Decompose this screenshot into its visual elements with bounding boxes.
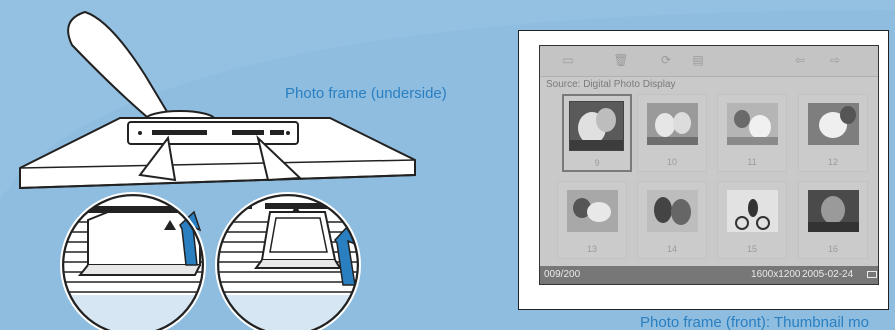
trash-icon[interactable]: 🗑 <box>614 53 628 67</box>
thumbnail-item[interactable]: 16 <box>798 181 868 259</box>
resolution: 1600x1200 <box>751 269 801 280</box>
thumbnail-screen: ▭ 🗑 ⟳ ▤ ⇦ ⇨ Source: Digital Photo Displa… <box>539 45 879 285</box>
thumbnail-image <box>727 103 778 145</box>
document-icon[interactable]: ▤ <box>691 53 705 67</box>
status-bar: 009/200 1600x1200 2005-02-24 <box>540 266 878 284</box>
panel-screw <box>138 131 142 135</box>
thumbnail-item[interactable]: 13 <box>557 181 627 259</box>
thumbnail-number: 16 <box>799 244 867 254</box>
thumbnail-image <box>808 103 859 145</box>
usb-slot <box>270 130 284 135</box>
label-leader <box>262 95 280 120</box>
thumbnail-item[interactable]: 9 <box>562 94 632 172</box>
thumbnail-image <box>727 190 778 232</box>
arrow-right-icon[interactable]: ⇨ <box>828 53 842 67</box>
source-label: Source: Digital Photo Display <box>546 79 676 90</box>
copy-icon[interactable]: ▭ <box>561 53 575 67</box>
thumbnail-number: 9 <box>564 158 630 168</box>
thumbnail-number: 15 <box>718 244 786 254</box>
card-slot-large <box>152 130 207 135</box>
panel-screw <box>286 131 290 135</box>
thumbnail-item[interactable]: 14 <box>637 181 707 259</box>
thumbnail-image <box>569 101 624 151</box>
thumbnail-number: 12 <box>799 157 867 167</box>
thumbnail-number: 10 <box>638 157 706 167</box>
thumbnail-item[interactable]: 15 <box>717 181 787 259</box>
thumbnail-item[interactable]: 12 <box>798 94 868 172</box>
photo-date: 2005-02-24 <box>802 269 853 280</box>
thumbnail-number: 13 <box>558 244 626 254</box>
thumbnail-number: 11 <box>718 157 786 167</box>
battery-icon <box>867 271 877 278</box>
underside-label: Photo frame (underside) <box>285 85 447 102</box>
front-label: Photo frame (front): Thumbnail mo <box>640 314 869 330</box>
thumbnail-image <box>567 190 618 232</box>
thumbnail-number: 14 <box>638 244 706 254</box>
rotate-icon[interactable]: ⟳ <box>659 53 673 67</box>
card-slot-small <box>232 130 264 135</box>
photo-count: 009/200 <box>544 269 580 280</box>
thumbnail-image <box>647 103 698 145</box>
thumbnail-item[interactable]: 11 <box>717 94 787 172</box>
thumbnail-image <box>647 190 698 232</box>
thumbnail-image <box>808 190 859 232</box>
arrow-left-icon[interactable]: ⇦ <box>793 53 807 67</box>
thumbnail-item[interactable]: 10 <box>637 94 707 172</box>
toolbar: ▭ 🗑 ⟳ ▤ ⇦ ⇨ <box>540 46 878 77</box>
